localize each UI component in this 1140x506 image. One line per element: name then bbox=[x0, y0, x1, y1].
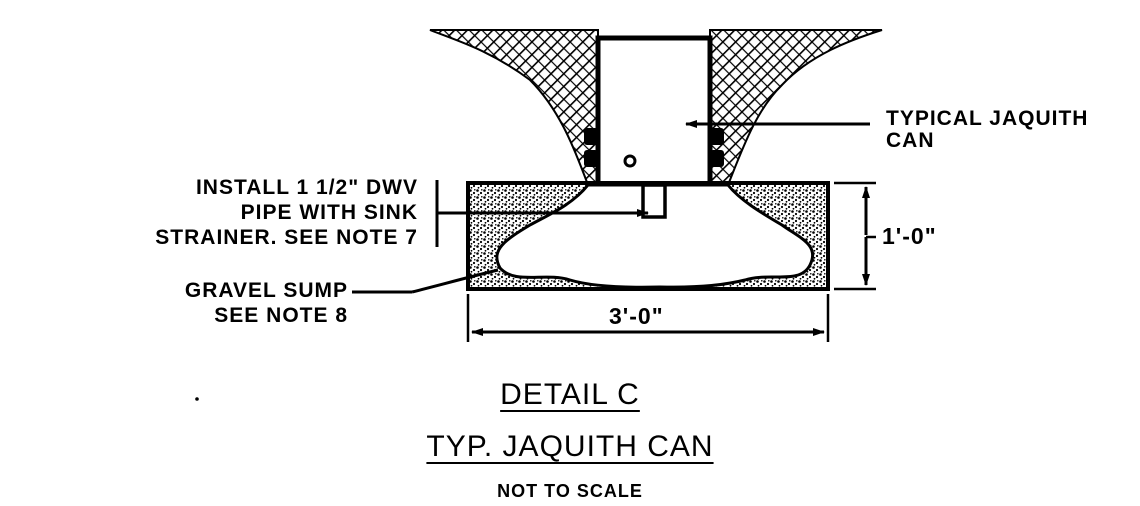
pipe-leader bbox=[435, 180, 649, 247]
pipe-callout-line-2: PIPE WITH SINK bbox=[240, 201, 418, 224]
detail-name: TYP. JAQUITH CAN bbox=[426, 430, 714, 463]
height-dimension-label: 1'-0" bbox=[882, 223, 937, 249]
height-dimension-line bbox=[834, 181, 876, 291]
sump-callout-line-2: SEE NOTE 8 bbox=[214, 304, 348, 327]
sump-callout-line-1: GRAVEL SUMP bbox=[184, 279, 348, 302]
scale-note: NOT TO SCALE bbox=[497, 481, 643, 501]
soil-hatch bbox=[429, 29, 883, 186]
width-dimension-label: 3'-0" bbox=[605, 305, 668, 328]
jaquith-can bbox=[584, 35, 724, 188]
pipe-callout-line-1: INSTALL 1 1/2" DWV bbox=[195, 176, 418, 199]
detail-title: DETAIL C bbox=[500, 378, 640, 411]
can-callout-line-2: CAN bbox=[886, 129, 935, 152]
stray-dot bbox=[195, 397, 199, 401]
can-callout-line-1: TYPICAL JAQUITH bbox=[886, 107, 1089, 130]
pipe-callout-line-3: STRAINER. SEE NOTE 7 bbox=[155, 226, 418, 249]
width-dimension-line bbox=[466, 294, 830, 342]
sump-leader bbox=[352, 268, 499, 294]
